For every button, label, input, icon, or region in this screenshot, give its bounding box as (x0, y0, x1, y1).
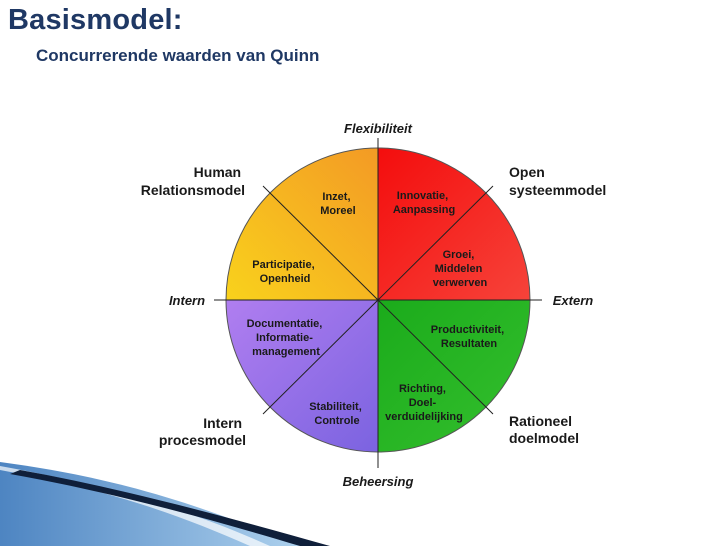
slide-title: Basismodel: (8, 4, 183, 36)
model-label-line: Rationeel (509, 413, 572, 429)
segment-label-stabiliteit: Stabiliteit, Controle (309, 401, 365, 427)
model-label-line: Relationsmodel (141, 182, 245, 198)
segment-label-line: Openheid (260, 273, 311, 285)
segment-label-line: verwerven (433, 277, 488, 289)
segment-label-line: Documentatie, (247, 318, 323, 330)
axis-label-beheersing: Beheersing (343, 474, 414, 489)
model-label-line: Human (194, 164, 241, 180)
segment-label-line: Innovatie, (397, 190, 448, 202)
segment-label-inzet: Inzet, Moreel (320, 191, 355, 217)
segment-label-line: Aanpassing (393, 204, 455, 216)
axis-label-intern: Intern (169, 293, 205, 308)
model-label-rational-goal: Rationeel doelmodel (509, 413, 579, 446)
segment-label-line: Productiviteit, (431, 324, 504, 336)
segment-label-line: Middelen (435, 263, 483, 275)
segment-label-line: Inzet, (322, 191, 350, 203)
model-label-line: Open (509, 164, 545, 180)
model-label-line: doelmodel (509, 430, 579, 446)
segment-label-line: Groei, (443, 249, 475, 261)
segment-label-richting: Richting, Doel- verduidelijking (385, 383, 463, 423)
decorative-swoosh (0, 462, 330, 546)
segment-label-line: Participatie, (252, 259, 314, 271)
diagonal-bottom-right (377, 299, 494, 415)
diagonal-top-left (262, 185, 379, 301)
segment-label-line: Resultaten (441, 338, 498, 350)
model-label-human-relations: Human Relationsmodel (141, 164, 245, 198)
segment-label-line: Controle (314, 415, 359, 427)
segment-label-productiviteit: Productiviteit, Resultaten (431, 324, 507, 350)
model-label-line: procesmodel (159, 432, 246, 448)
model-label-internal-process: Intern procesmodel (159, 415, 246, 448)
segment-label-line: verduidelijking (385, 411, 463, 423)
segment-label-line: management (252, 346, 320, 358)
diagonals (262, 185, 494, 415)
segment-label-documentatie: Documentatie, Informatie- management (247, 318, 326, 358)
diagonal-bottom-left (262, 299, 379, 415)
diagonal-top-right (377, 185, 494, 301)
segment-label-line: Informatie- (256, 332, 313, 344)
segment-label-participatie: Participatie, Openheid (252, 259, 317, 285)
segment-label-line: Doel- (409, 397, 437, 409)
segment-label-line: Richting, (399, 383, 446, 395)
segment-label-line: Moreel (320, 205, 355, 217)
segment-label-groei: Groei, Middelen verwerven (433, 249, 488, 289)
axis-label-extern: Extern (553, 293, 594, 308)
model-label-line: systeemmodel (509, 182, 606, 198)
slide-subtitle: Concurrerende waarden van Quinn (36, 46, 320, 65)
model-label-line: Intern (203, 415, 242, 431)
segment-label-line: Stabiliteit, (309, 401, 362, 413)
segment-label-innovatie: Innovatie, Aanpassing (393, 190, 455, 216)
axis-label-flexibiliteit: Flexibiliteit (344, 121, 413, 136)
model-label-open-system: Open systeemmodel (509, 164, 606, 198)
